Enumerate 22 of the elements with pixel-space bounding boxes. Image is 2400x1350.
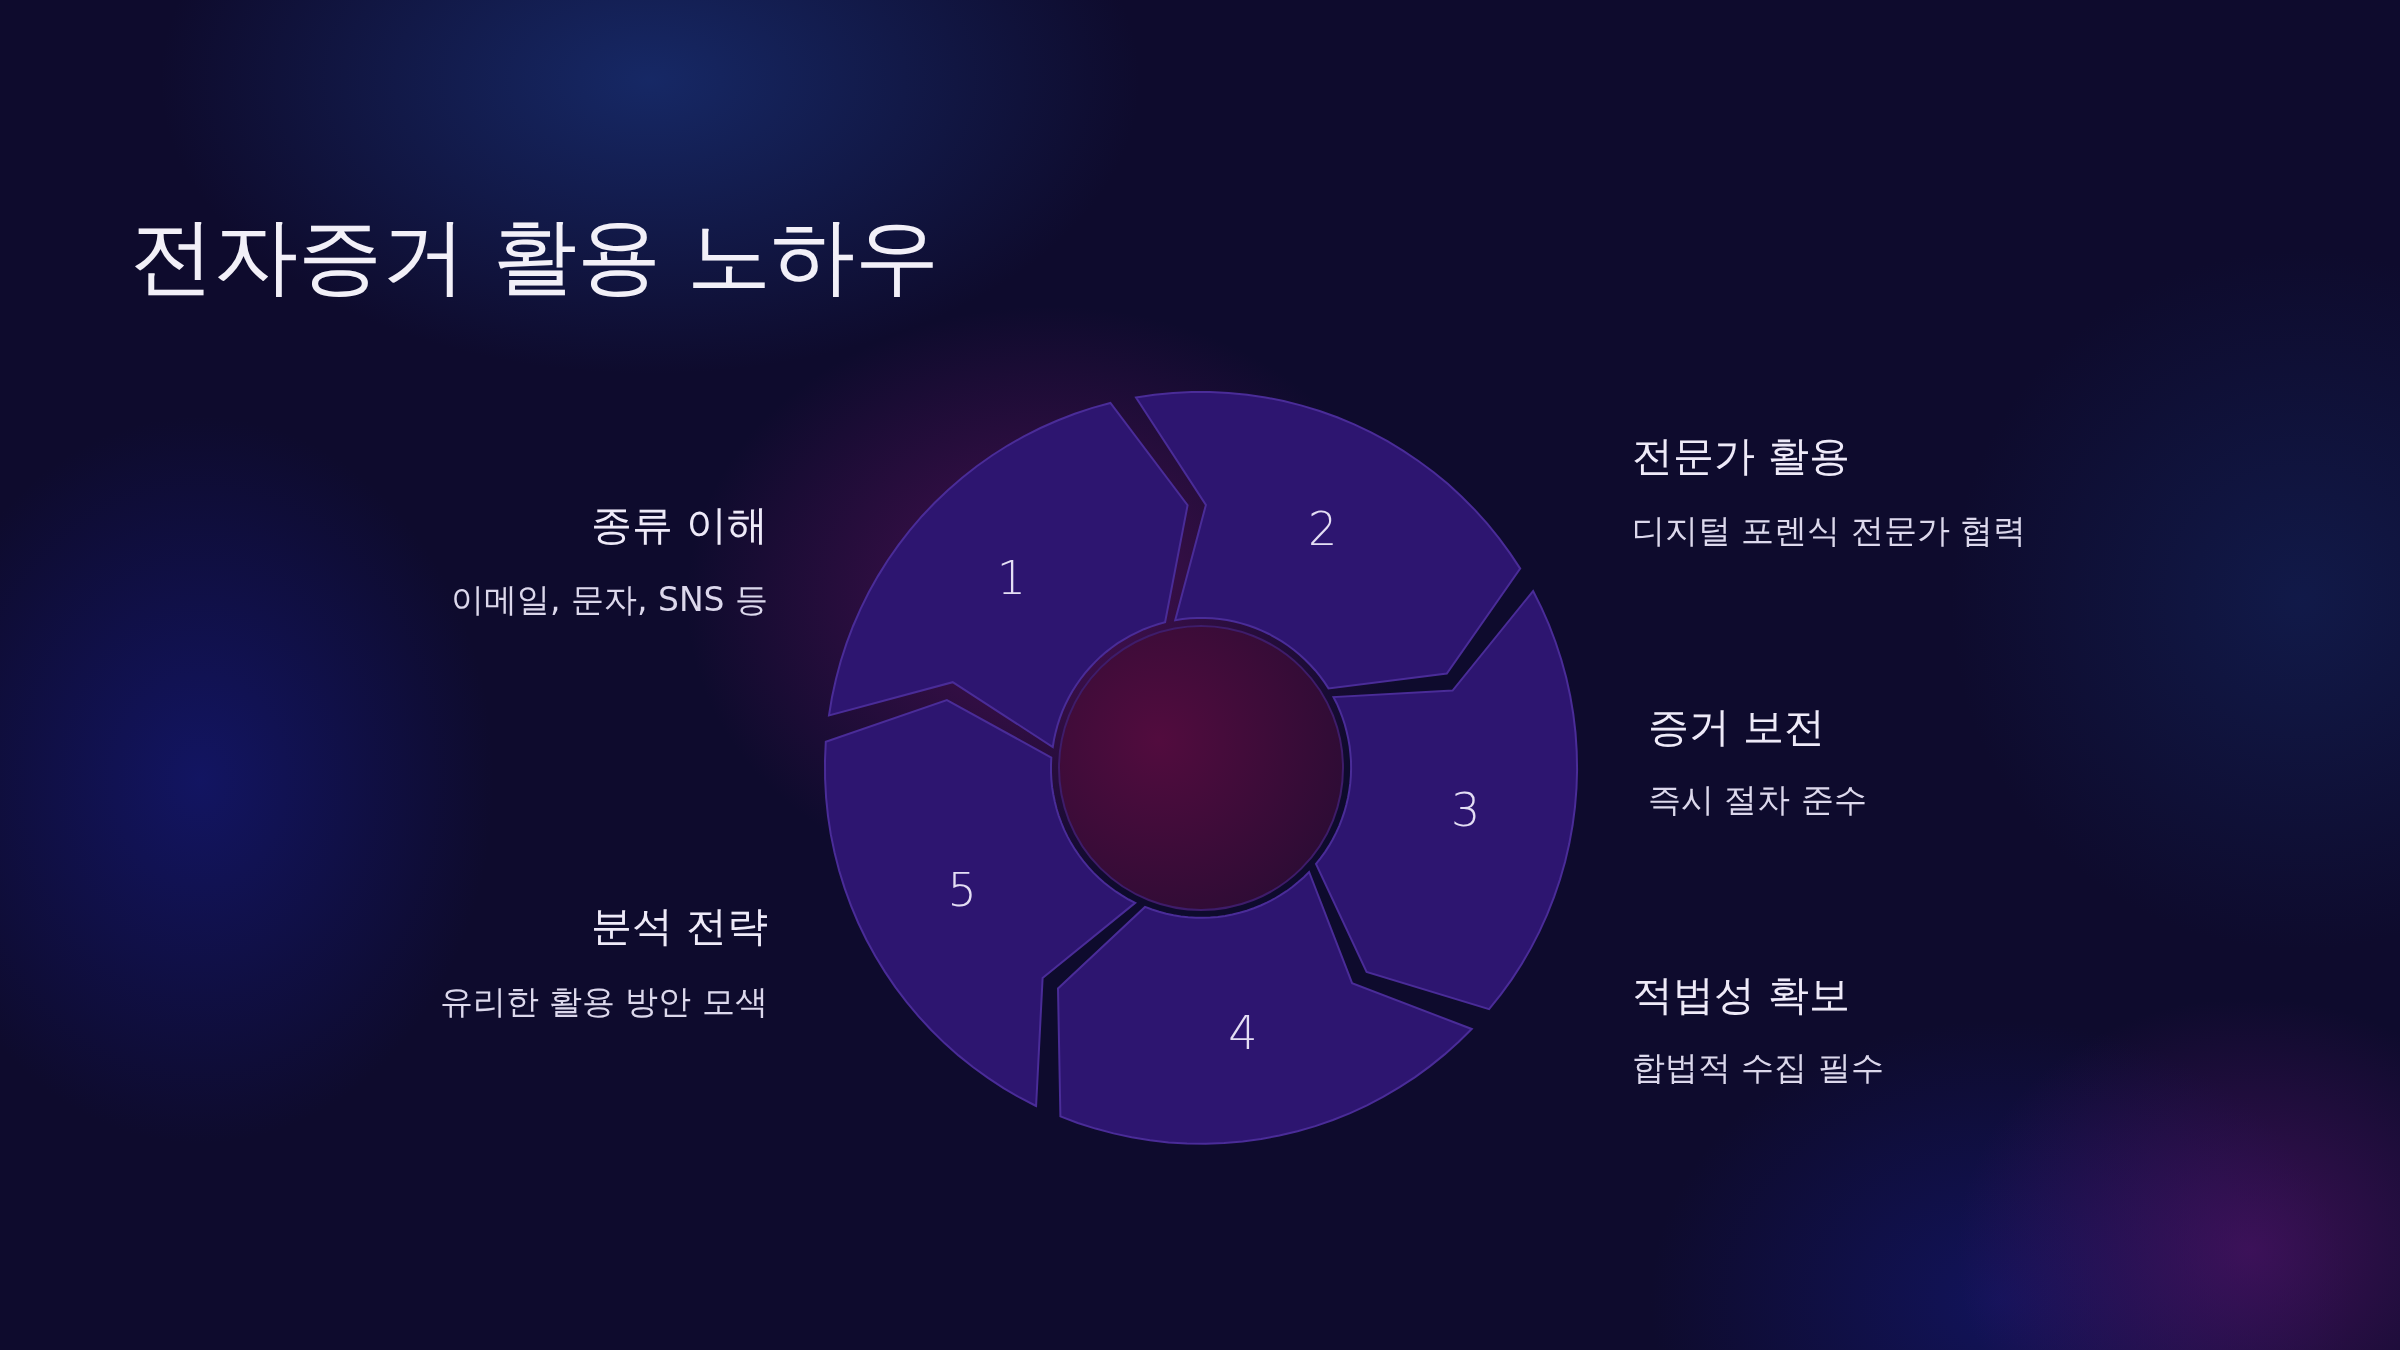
step-heading: 분석 전략 bbox=[590, 900, 768, 952]
step-number: 4 bbox=[1228, 1005, 1258, 1060]
step-heading: 종류 이해 bbox=[590, 499, 768, 551]
step-heading: 전문가 활용 bbox=[1632, 430, 1851, 482]
center-circle bbox=[1058, 625, 1344, 911]
arrow-segment bbox=[827, 402, 1189, 749]
step-number: 5 bbox=[947, 862, 977, 917]
arrow-segment bbox=[1056, 870, 1474, 1145]
step-heading: 증거 보전 bbox=[1648, 701, 1826, 753]
step-description: 즉시 절차 준수 bbox=[1648, 778, 1867, 821]
step-description: 이메일, 문자, SNS 등 bbox=[450, 578, 768, 621]
step-description: 디지털 포렌식 전문가 협력 bbox=[1632, 509, 2027, 552]
step-heading: 적법성 확보 bbox=[1632, 969, 1851, 1021]
step-number: 2 bbox=[1308, 502, 1338, 557]
step-description: 유리한 활용 방안 모색 bbox=[439, 980, 768, 1023]
step-number: 3 bbox=[1451, 782, 1481, 837]
arrow-segment bbox=[824, 698, 1138, 1108]
arrow-segment bbox=[1314, 589, 1578, 1011]
arrow-segment bbox=[1134, 391, 1522, 690]
step-number: 1 bbox=[996, 551, 1027, 606]
step-description: 합법적 수집 필수 bbox=[1632, 1046, 1884, 1089]
title: 전자증거 활용 노하우 bbox=[130, 206, 940, 307]
